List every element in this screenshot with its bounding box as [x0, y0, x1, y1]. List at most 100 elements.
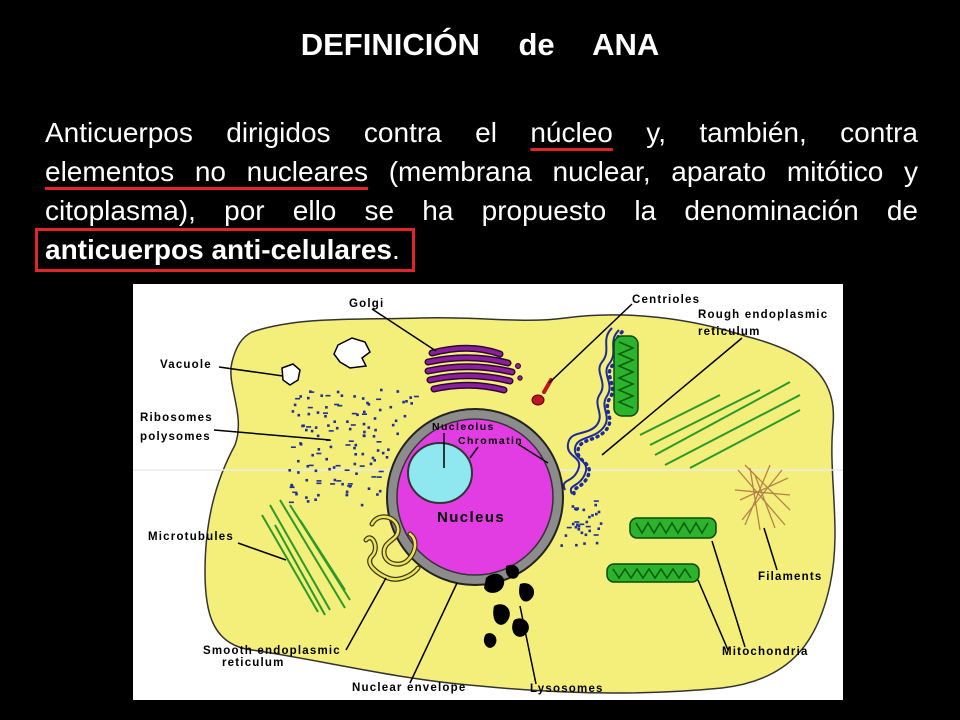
ribosome-dot [571, 522, 575, 526]
ribosome-dot [345, 490, 349, 494]
ribosome-dot [305, 496, 308, 499]
ribosome-dot [330, 483, 336, 485]
ribosome-dot [403, 414, 407, 418]
ribosome-dot [293, 403, 297, 407]
ribosome-dot [295, 492, 298, 496]
ribosome-dot [574, 507, 577, 510]
cell-diagram: Golgi Centrioles Rough endoplasmic retic… [133, 284, 843, 700]
lysosome [484, 573, 505, 593]
ribosome-dot [323, 412, 328, 414]
ribosome-dot [580, 531, 584, 535]
ribosome-dot [291, 410, 295, 413]
ribosome-dot [351, 412, 357, 415]
golgi-vesicle [517, 375, 523, 381]
ribosome-dot [575, 543, 578, 547]
ribosome-dot [320, 394, 323, 397]
ribosome-dot [396, 432, 399, 436]
ribosome-dot [576, 523, 579, 526]
filament-line [734, 489, 791, 496]
cytoskeleton-fibres-right [639, 381, 801, 469]
label-nucleus: Nucleus [437, 509, 505, 526]
leader-mitochondria-upper [711, 540, 746, 648]
ribosome-dot [585, 525, 591, 528]
ribosome-dot [363, 430, 366, 434]
paragraph-line-1: Anticuerpos dirigidos contra el núcleo y… [45, 113, 918, 152]
ribosome-dot [367, 426, 371, 429]
ribosome-dot [299, 395, 302, 398]
ribosome-dot [387, 448, 390, 451]
ribosome-dot [369, 462, 373, 466]
ribosome-dot [316, 434, 320, 438]
lysosome [493, 604, 510, 625]
ribosome-dot [571, 505, 575, 508]
ribosome-dot [372, 435, 376, 438]
ribosome-dot [560, 544, 563, 547]
microtubule-line [261, 514, 319, 613]
ribosome-dot [345, 493, 349, 497]
label-mitochondria: Mitochondria [722, 646, 809, 658]
ribosome-dot [316, 480, 322, 482]
label-smooth-er-line2: reticulum [222, 657, 285, 669]
ribosome-dot [371, 476, 377, 478]
ribosome-dot [410, 402, 413, 405]
ribosome-dot [588, 515, 591, 519]
ribosome-dot [593, 534, 599, 536]
rough-er-membrane [562, 327, 613, 491]
ribosome-dot [307, 406, 313, 409]
ribosome-dot [354, 453, 357, 456]
leader-nuclear-envelope [409, 582, 458, 684]
ribosome-dot [335, 464, 341, 467]
ribosome-dot [290, 446, 296, 448]
ribosome-dot [376, 398, 382, 401]
leader-filaments [763, 527, 778, 571]
fibre-line [689, 409, 801, 469]
ribosome-dot [381, 451, 385, 455]
ribosome-dot [309, 390, 312, 393]
ribosome-dot [378, 489, 382, 493]
ribosome-dot [305, 428, 308, 432]
ribosome-dot [348, 440, 354, 442]
ribosome-dot [345, 444, 351, 446]
leader-chromatin [469, 446, 479, 459]
ribosome-dot [362, 422, 366, 426]
ribosome-dot [564, 534, 568, 537]
ribosome-dot [359, 465, 365, 467]
leader-smooth-er [345, 577, 387, 651]
ribosome-dot [405, 400, 408, 403]
ribosome-dot [585, 520, 589, 524]
ribosome-dot [376, 493, 379, 496]
ribosome-dot [361, 452, 365, 456]
ribosome-dot [391, 423, 395, 427]
ribosome-dot [314, 469, 318, 473]
ribosome-dot [305, 478, 309, 482]
golgi-band [426, 355, 510, 365]
label-smooth-er-line1: Smooth endoplasmic [203, 645, 341, 657]
ribosome-dot [325, 406, 328, 409]
ribosome-dot [380, 388, 383, 392]
ribosome-dot [597, 527, 600, 530]
fibre-line [664, 394, 801, 466]
ribosome-dot [394, 419, 398, 423]
ribosome-dot [341, 482, 344, 486]
ribosome-dot [593, 500, 599, 502]
golgi-vesicle [515, 363, 521, 369]
ribosome-dot [332, 466, 336, 469]
rough-er [562, 327, 624, 498]
definition-paragraph: Anticuerpos dirigidos contra el núcleo y… [45, 113, 918, 269]
ribosome-dot [348, 427, 352, 431]
ribosome-dot [299, 442, 302, 445]
lysosome [519, 583, 535, 602]
ribosome-dot [350, 424, 356, 426]
ribosome-dot [595, 541, 599, 545]
mitochondria [606, 335, 717, 583]
leader-rough-er [601, 337, 743, 456]
golgi-band [432, 383, 506, 392]
underlined-nucleo: núcleo [530, 117, 613, 148]
line2-text-after: (membrana nuclear, aparato mitótico y [368, 156, 919, 187]
ribosome-dot [591, 514, 594, 517]
ribosome-dot [325, 394, 331, 397]
ribosome-dot [347, 485, 352, 487]
ribosome-dot [366, 401, 369, 405]
ribosome-dot [337, 404, 343, 407]
ribosome-dot [333, 420, 336, 423]
